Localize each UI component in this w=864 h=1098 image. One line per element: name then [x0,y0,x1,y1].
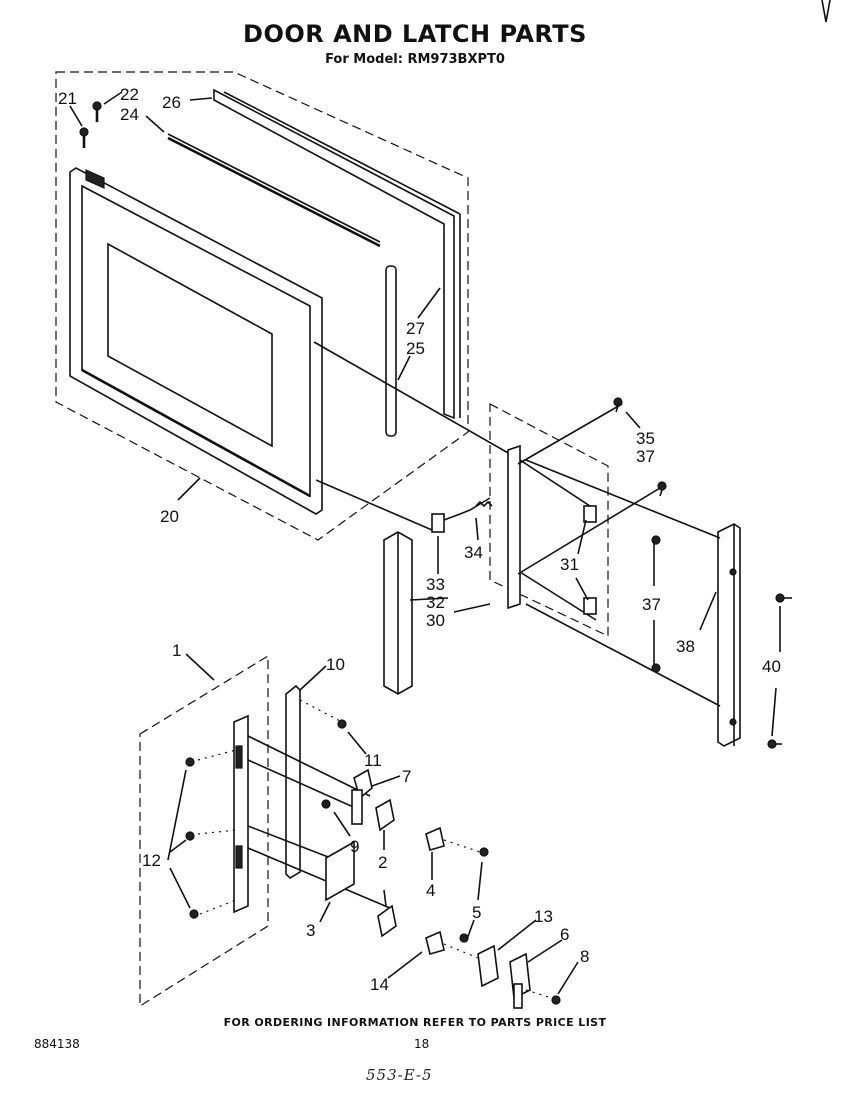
callout-6: 6 [560,925,569,944]
callout-14: 14 [370,975,389,994]
switch-7-part [351,768,373,825]
callout-4: 4 [426,881,435,900]
callout-1: 1 [172,641,181,660]
latch-group-boundary [489,403,609,637]
callout-27: 27 [406,319,425,338]
screw-22-icon [92,101,102,122]
screw-40-bottom-icon [767,739,782,749]
callout-35: 35 [636,429,655,448]
door-frame-part [69,167,323,515]
door-group-boundary [55,71,469,541]
callout-40: 40 [762,657,781,676]
callout-30: 30 [426,611,445,630]
bracket-6-part [509,952,531,1009]
switch-4-part [425,826,445,851]
callout-37-upper: 37 [636,447,655,466]
page-number: 18 [414,1037,430,1051]
callout-2: 2 [378,853,387,872]
callout-37-lower: 37 [642,595,661,614]
callout-11: 11 [364,751,382,770]
callout-8: 8 [580,947,589,966]
screw-12a-icon [185,757,195,767]
latch-housing-group [383,397,792,749]
screw-40-top-icon [775,593,792,603]
callout-10: 10 [326,655,345,674]
plate-3-part [325,840,355,902]
callout-21: 21 [58,89,77,108]
side-choke-part [385,265,397,437]
callout-26: 26 [162,93,181,112]
switch-13-part [477,944,499,988]
screw-21-icon [79,127,89,148]
screw-5a-icon [479,847,489,857]
handle-bracket-part [717,523,741,747]
page-title: DOOR AND LATCH PARTS [243,20,587,48]
callout-34: 34 [464,543,483,562]
bracket-2-part [375,798,395,832]
callout-12: 12 [142,851,161,870]
screw-8-icon [551,995,561,1005]
door-hinge-tab [85,169,105,189]
door-window [107,242,273,448]
actuator-part [377,904,397,938]
handwritten-note: 553-E-5 [366,1066,433,1084]
door-seal-part [213,88,461,420]
callout-5: 5 [472,903,481,922]
document-number: 884138 [34,1037,80,1051]
switch-14-part [425,930,445,955]
ordering-note: FOR ORDERING INFORMATION REFER TO PARTS … [223,1016,607,1029]
latch-spring-part [443,497,491,521]
callout-22: 22 [120,85,139,104]
callout-38: 38 [676,637,695,656]
callout-31: 31 [560,555,579,574]
screw-11-icon [337,719,347,729]
door-handle-part [383,531,413,695]
callout-33: 33 [426,575,445,594]
screw-12b-icon [185,831,195,841]
hinge-plate-part [507,444,597,621]
callout-9: 9 [350,837,359,856]
corner-mark [821,0,831,23]
choke-strip-part [167,136,381,248]
callout-24: 24 [120,105,139,124]
callout-13: 13 [534,907,553,926]
callout-20: 20 [160,507,179,526]
callout-25: 25 [406,339,425,358]
door-assembly-group [55,71,511,541]
screw-9-icon [321,799,331,809]
interlock-assembly-group [139,653,579,1009]
latch-plate-part [233,714,249,914]
model-subtitle: For Model: RM973BXPT0 [325,52,505,67]
screw-12c-icon [189,909,199,919]
callout-3: 3 [306,921,315,940]
callout-32: 32 [426,593,445,612]
lever-part [285,684,301,880]
callout-7: 7 [402,767,411,786]
interlock-group-boundary [139,654,269,1008]
latch-part [431,513,445,533]
